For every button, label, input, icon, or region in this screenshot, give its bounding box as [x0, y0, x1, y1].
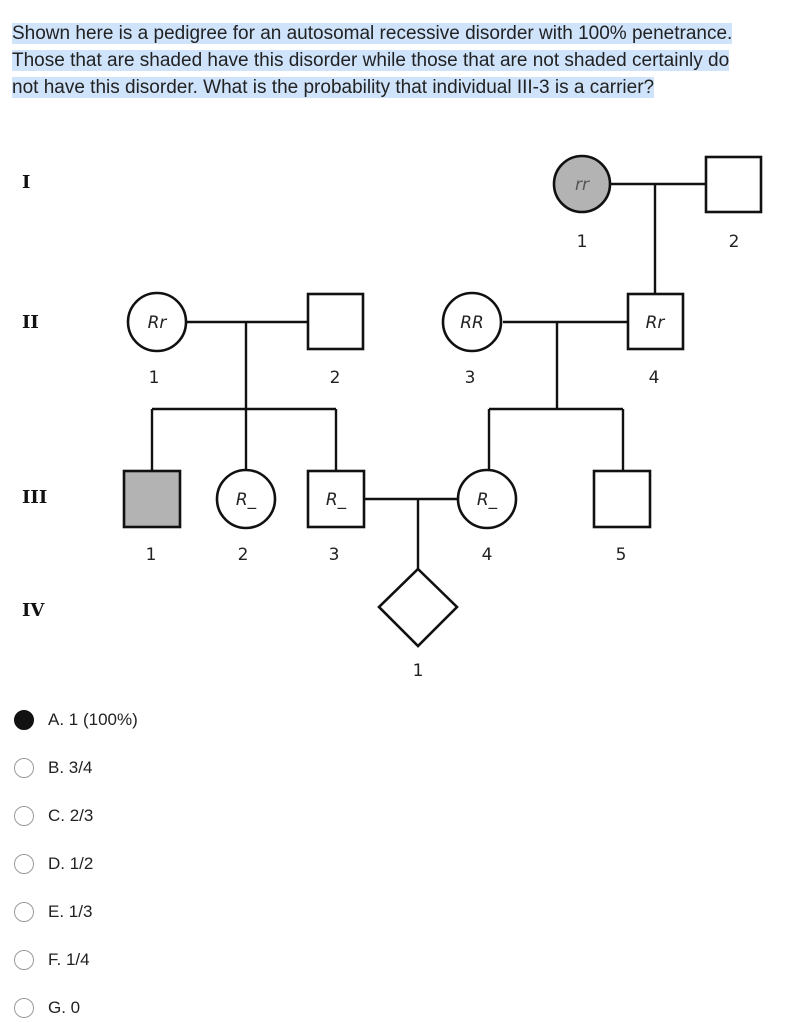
- generation-label-I: I: [22, 172, 30, 193]
- choice-a-label: A. 1 (100%): [48, 710, 138, 729]
- individual-II-4-genotype: Rr: [646, 313, 666, 333]
- individual-III-4-genotype: R_: [477, 490, 498, 510]
- generation-label-III: III: [22, 487, 47, 508]
- generation-label-IV: IV: [22, 600, 45, 621]
- individual-II-1-genotype: Rr: [148, 313, 168, 333]
- individual-I-2-number: 2: [729, 232, 740, 252]
- choice-a[interactable]: A. 1 (100%): [14, 696, 138, 744]
- answer-choices: A. 1 (100%) B. 3/4 C. 2/3 D. 1/2 E. 1/3 …: [14, 696, 138, 1032]
- individual-IV-1-symbol: [377, 567, 459, 648]
- choice-c-radio[interactable]: [14, 806, 34, 826]
- individual-III-3-genotype: R_: [326, 490, 347, 510]
- question-line-1: Shown here is a pedigree for an autosoma…: [12, 23, 733, 44]
- individual-IV-1-number: 1: [413, 661, 424, 681]
- individual-I-2-symbol: [704, 155, 763, 214]
- individual-III-3-number: 3: [329, 545, 340, 565]
- choice-g[interactable]: G. 0: [14, 984, 138, 1032]
- choice-f-label: F. 1/4: [48, 950, 90, 969]
- choice-f-radio[interactable]: [14, 950, 34, 970]
- choice-d-label: D. 1/2: [48, 854, 94, 873]
- individual-II-2-number: 2: [330, 368, 341, 388]
- choice-g-label: G. 0: [48, 998, 81, 1017]
- choice-f[interactable]: F. 1/4: [14, 936, 138, 984]
- pedigree-diagram: I II III IV rr 1 2 Rr 1 2 RR 3 Rr 4 1 R_…: [22, 154, 763, 681]
- individual-III-3-symbol: [306, 469, 366, 529]
- individual-III-4-number: 4: [482, 545, 493, 565]
- individual-II-2-symbol: [306, 292, 365, 351]
- choice-e-radio[interactable]: [14, 902, 34, 922]
- individual-III-1-number: 1: [146, 545, 157, 565]
- individual-III-1-symbol: [122, 469, 182, 529]
- generation-label-II: II: [22, 312, 39, 333]
- individual-III-5-number: 5: [616, 545, 627, 565]
- choice-e[interactable]: E. 1/3: [14, 888, 138, 936]
- choice-e-label: E. 1/3: [48, 902, 93, 921]
- choice-b-radio[interactable]: [14, 758, 34, 778]
- choice-a-radio[interactable]: [14, 710, 34, 730]
- individual-II-3-symbol: [441, 291, 503, 353]
- individual-II-1-symbol: [126, 291, 188, 353]
- individual-III-4-symbol: [456, 468, 518, 530]
- individual-II-4-symbol: [626, 292, 685, 351]
- question-line-2: Those that are shaded have this disorder…: [12, 50, 730, 71]
- individual-II-1-number: 1: [149, 368, 160, 388]
- individual-I-1-number: 1: [577, 232, 588, 252]
- individual-I-1-genotype: rr: [575, 175, 590, 195]
- individual-II-4-number: 4: [649, 368, 660, 388]
- individual-III-2-symbol: [215, 468, 277, 530]
- choice-d-radio[interactable]: [14, 854, 34, 874]
- individual-I-1-symbol: [552, 154, 612, 214]
- choice-b-label: B. 3/4: [48, 758, 93, 777]
- question-line-3: not have this disorder. What is the prob…: [12, 77, 655, 98]
- individual-II-3-number: 3: [465, 368, 476, 388]
- question-text: Shown here is a pedigree for an autosoma…: [12, 20, 762, 101]
- individual-III-5-symbol: [592, 469, 652, 529]
- choice-g-radio[interactable]: [14, 998, 34, 1018]
- choice-b[interactable]: B. 3/4: [14, 744, 138, 792]
- individual-III-2-number: 2: [238, 545, 249, 565]
- choice-c[interactable]: C. 2/3: [14, 792, 138, 840]
- individual-III-2-genotype: R_: [236, 490, 257, 510]
- choice-d[interactable]: D. 1/2: [14, 840, 138, 888]
- choice-c-label: C. 2/3: [48, 806, 94, 825]
- individual-II-3-genotype: RR: [460, 313, 484, 333]
